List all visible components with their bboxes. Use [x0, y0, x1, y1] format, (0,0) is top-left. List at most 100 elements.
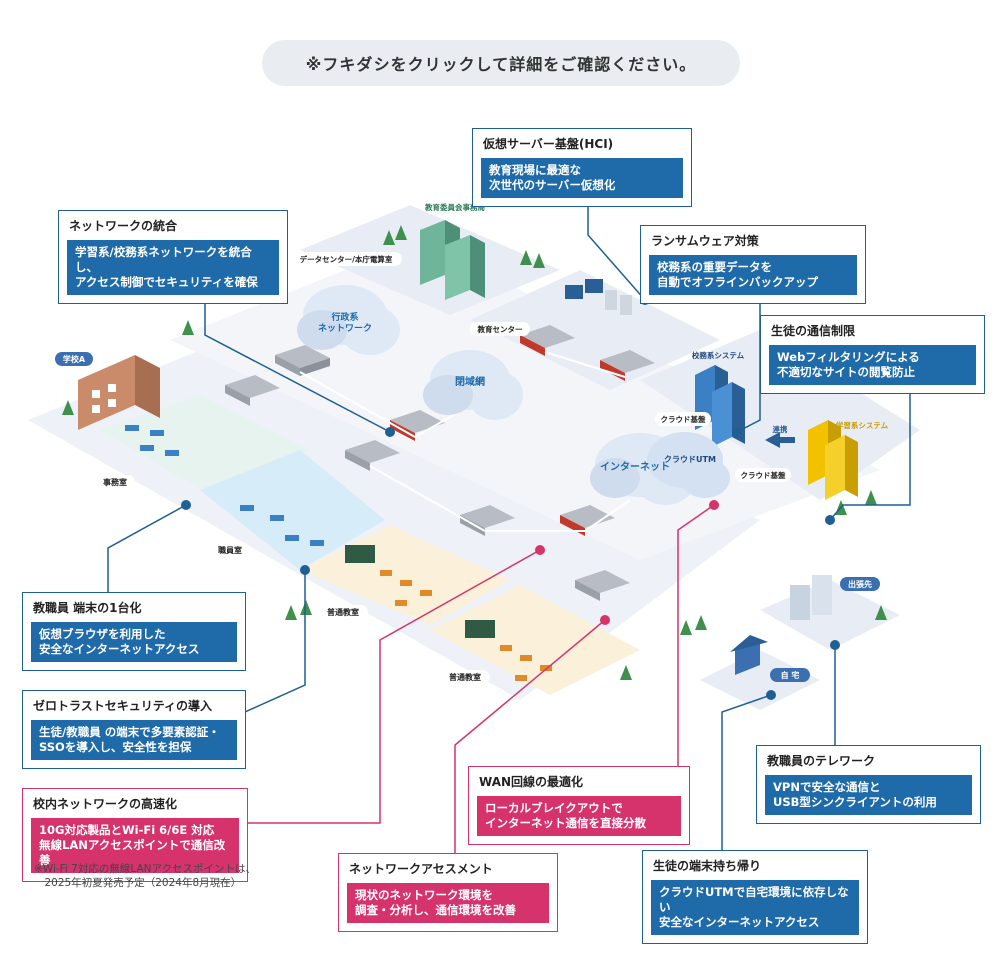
blackboard-2 — [465, 620, 495, 638]
blackboard-1 — [345, 545, 375, 563]
label-staff-bg — [210, 543, 250, 557]
callout-title: 教職員 端末の1台化 — [33, 601, 142, 615]
leader-assessment — [454, 619, 606, 855]
cloud-base1-label: クラウド基盤 — [661, 414, 706, 424]
dot-wan — [709, 500, 719, 510]
dot-campus-speed — [535, 545, 545, 555]
learning-servers — [808, 420, 858, 500]
callout-body: 10G対応製品とWi-Fi 6/6E 対応 無線LANアクセスポイントで通信改善 — [31, 818, 239, 873]
staff-room-label: 職員室 — [218, 545, 242, 555]
classroom-2 — [430, 585, 640, 695]
trip-label: 出張先 — [848, 579, 872, 589]
trip-buildings — [790, 575, 832, 620]
label-class1-bg — [318, 605, 368, 619]
internet-label: インターネット — [600, 461, 670, 473]
dot-student — [825, 515, 835, 525]
leader-lines — [107, 190, 911, 855]
callout-title: ネットワークアセスメント — [349, 862, 493, 876]
home-label: 自 宅 — [781, 670, 800, 680]
datacenter-servers — [420, 220, 485, 300]
leader-wan — [677, 504, 715, 767]
edu-center-label: 教育センター — [477, 324, 523, 334]
datacenter-label: データセンター/本庁電算室 — [300, 254, 393, 264]
callout-body: ローカルブレイクアウトで インターネット通信を直接分散 — [477, 796, 681, 836]
callout-title: ランサムウェア対策 — [651, 234, 759, 248]
admin-network-cloud — [297, 285, 400, 355]
label-edu-bg — [470, 322, 530, 336]
home-floor — [700, 650, 820, 710]
callout-telework[interactable]: 教職員のテレワーク VPNで安全な通信と USB型シンクライアントの利用 — [756, 745, 981, 824]
dot-one-terminal — [181, 500, 191, 510]
classroom-desks — [380, 570, 552, 681]
callout-one-terminal[interactable]: 教職員 端末の1台化 仮想ブラウザを利用した 安全なインターネットアクセス — [22, 592, 246, 671]
board-office-label: 教育委員会事務局 — [424, 202, 485, 212]
leader-zero-trust — [244, 570, 306, 713]
dot-assessment — [600, 615, 610, 625]
label-cloud2-bg — [735, 468, 791, 482]
leader-one-terminal — [107, 504, 187, 600]
home-house — [730, 635, 768, 675]
callout-student-limit[interactable]: 生徒の通信制限 Webフィルタリングによる 不適切なサイトの閲覧防止 — [760, 315, 985, 394]
dot-telework — [830, 640, 840, 650]
callout-title: 仮想サーバー基盤(HCI) — [483, 137, 614, 151]
callout-take-home[interactable]: 生徒の端末持ち帰り クラウドUTMで自宅環境に依存しない 安全なインターネットア… — [642, 850, 868, 944]
callout-body: 学習系/校務系ネットワークを統合し、 アクセス制御でセキュリティを確保 — [67, 240, 279, 295]
admin-network-label: 行政系ネットワーク — [318, 311, 372, 334]
callout-title: 教職員のテレワーク — [767, 754, 876, 768]
callout-body: VPNで安全な通信と USB型シンクライアントの利用 — [765, 775, 972, 815]
staff-room — [200, 450, 385, 570]
callout-body: 校務系の重要データを 自動でオフラインバックアップ — [649, 255, 857, 295]
dot-ransomware — [732, 427, 742, 437]
callout-wan[interactable]: WAN回線の最適化 ローカルブレイクアウトで インターネット通信を直接分散 — [468, 766, 690, 845]
office-label: 事務室 — [103, 477, 127, 487]
office-desks — [125, 425, 324, 546]
footnote: ※Wi-Fi 7対応の無線LANアクセスポイントは、 2025年初夏発売予定（2… — [34, 863, 256, 889]
callout-title: 生徒の通信制限 — [771, 324, 856, 338]
label-school-a — [55, 352, 93, 366]
label-class2-bg — [440, 670, 490, 684]
callout-body: 現状のネットワーク環境を 調査・分析し、通信環境を改善 — [347, 883, 549, 923]
leader-campus-speed — [247, 549, 541, 824]
school-a-label: 学校A — [63, 354, 86, 364]
callout-campus-speed[interactable]: 校内ネットワークの高速化 10G対応製品とWi-Fi 6/6E 対応 無線LAN… — [22, 788, 248, 882]
closed-network-label: 閉域網 — [455, 375, 485, 388]
cloud-utm-cloud — [647, 432, 730, 498]
callout-body: Webフィルタリングによる 不適切なサイトの閲覧防止 — [769, 345, 976, 385]
callout-ransomware[interactable]: ランサムウェア対策 校務系の重要データを 自動でオフラインバックアップ — [640, 225, 866, 304]
instruction-banner: ※フキダシをクリックして詳細をご確認ください。 — [262, 40, 740, 86]
label-trip-bg — [840, 577, 880, 591]
label-datacenter-bg — [290, 252, 402, 266]
callout-body: 教育現場に最適な 次世代のサーバー仮想化 — [481, 158, 683, 198]
callout-title: 校内ネットワークの高速化 — [33, 797, 178, 811]
callout-title: ゼロトラストセキュリティの導入 — [33, 699, 213, 713]
learning-label: 学習系システム — [836, 420, 889, 430]
classroom1-label: 普通教室 — [327, 607, 359, 617]
callout-title: 生徒の端末持ち帰り — [653, 859, 762, 873]
cloud-base2-label: クラウド基盤 — [741, 470, 786, 480]
classroom2-label: 普通教室 — [449, 672, 481, 682]
label-office-bg — [95, 475, 135, 489]
edu-center-devices — [565, 279, 632, 315]
link-arrow — [765, 432, 795, 448]
school-affairs-label: 校務系システム — [692, 350, 745, 360]
dot-integration — [385, 427, 395, 437]
callout-title: ネットワークの統合 — [69, 219, 178, 233]
callout-zero-trust[interactable]: ゼロトラストセキュリティの導入 生徒/教職員 の端末で多要素認証・ SSOを導入… — [22, 690, 246, 769]
leader-take-home — [721, 694, 772, 852]
dot-zero-trust — [300, 565, 310, 575]
callout-body: 仮想ブラウザを利用した 安全なインターネットアクセス — [31, 622, 237, 662]
callout-hci[interactable]: 仮想サーバー基盤(HCI) 教育現場に最適な 次世代のサーバー仮想化 — [472, 128, 692, 207]
educenter-floor — [470, 270, 720, 390]
link-label: 連携 — [773, 424, 788, 434]
callout-network-integration[interactable]: ネットワークの統合 学習系/校務系ネットワークを統合し、 アクセス制御でセキュリ… — [58, 210, 288, 304]
callout-assessment[interactable]: ネットワークアセスメント 現状のネットワーク環境を 調査・分析し、通信環境を改善 — [338, 853, 558, 932]
dot-take-home — [766, 690, 776, 700]
callout-body: クラウドUTMで自宅環境に依存しない 安全なインターネットアクセス — [651, 880, 859, 935]
label-home-bg — [770, 668, 810, 682]
cloud-utm-label: クラウドUTM — [664, 454, 716, 464]
floor-labels — [55, 252, 880, 684]
leader-student — [829, 377, 911, 521]
school-building — [78, 355, 160, 430]
callout-title: WAN回線の最適化 — [479, 775, 584, 789]
